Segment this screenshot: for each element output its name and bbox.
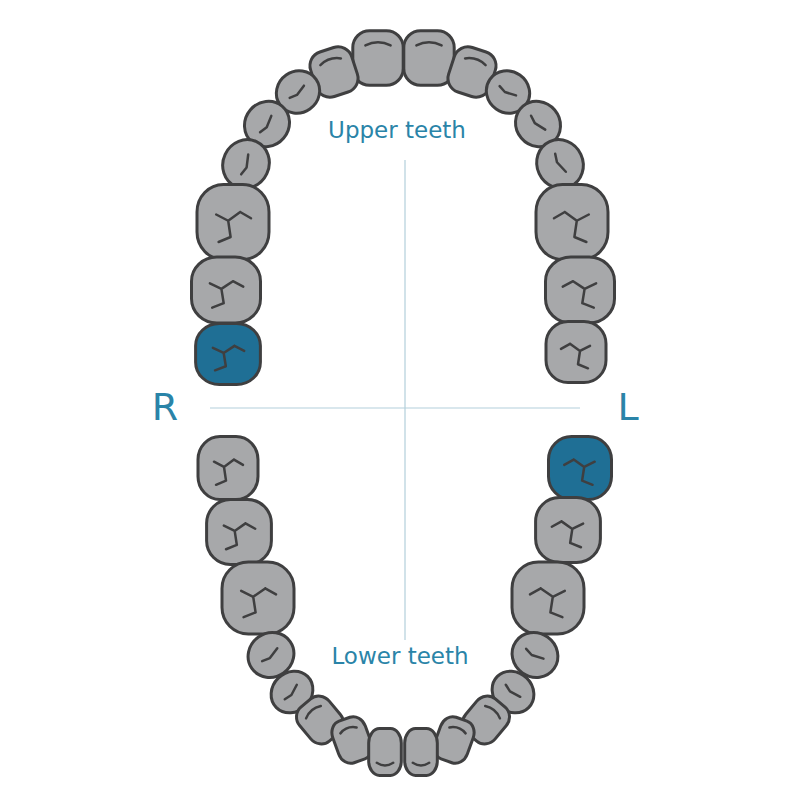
midline — [404, 160, 405, 640]
highlighted-tooth — [196, 323, 261, 384]
upper-arch — [192, 31, 615, 385]
jaw-label: Upper teeth — [328, 118, 466, 143]
side-label: R — [152, 387, 178, 429]
highlighted-tooth — [549, 437, 612, 500]
lower-arch — [198, 437, 612, 776]
jaw-label: Lower teeth — [331, 644, 468, 669]
side-label: L — [617, 387, 638, 429]
midline — [210, 407, 580, 408]
